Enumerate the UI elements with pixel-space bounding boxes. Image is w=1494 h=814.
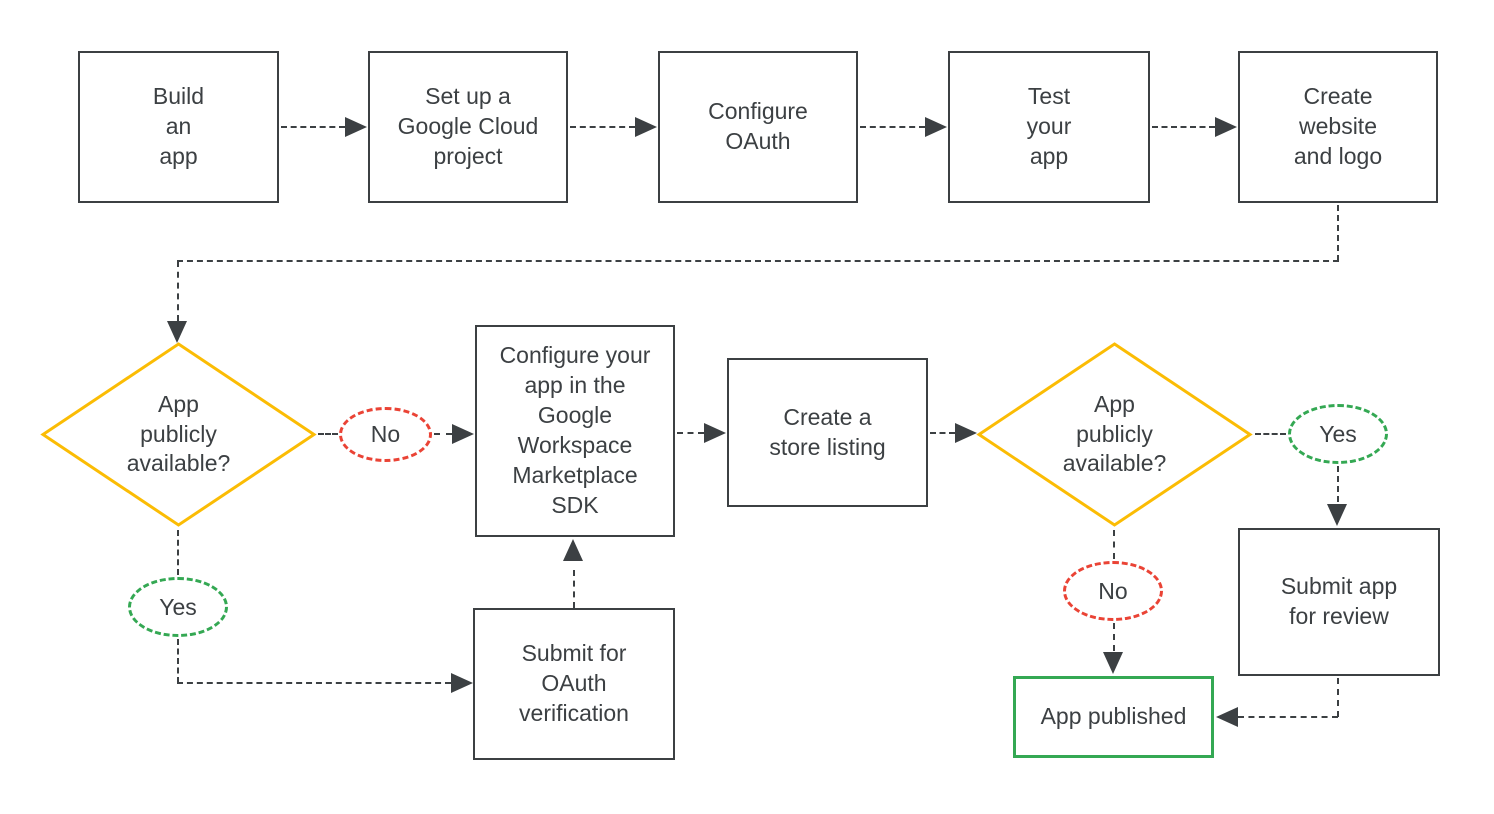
node-test-app: Test your app [948,51,1150,203]
decision-app-publicly-available-1: App publicly available? [40,341,317,528]
connector-submit-oauth-to-sdk-line [573,570,575,608]
connector-setup-to-oauth-arrow [635,117,657,137]
connector-no2-to-published-line [1113,623,1115,651]
connector-website-to-decision1-arrow [167,321,187,343]
node-test-app-label: Test your app [1026,83,1072,169]
connector-website-to-decision1-across-segment [177,260,1339,262]
connector-test-to-website-arrow [1215,117,1237,137]
node-build-app: Build an app [78,51,279,203]
connector-yes1-down-segment [177,639,179,683]
node-submit-oauth-verification: Submit for OAuth verification [473,608,675,760]
connector-build-to-setup-arrow [345,117,367,137]
badge-yes-2-label: Yes [1319,420,1357,447]
badge-yes-1: Yes [128,577,228,637]
node-configure-marketplace-sdk-label: Configure your app in the Google Workspa… [499,342,651,518]
node-create-website-logo-label: Create website and logo [1293,83,1383,169]
connector-yes2-to-review-line [1337,466,1339,502]
connector-test-to-website-line [1152,126,1215,128]
connector-decision2-to-yes-line [1255,433,1286,435]
badge-no-2-label: No [1098,577,1128,604]
node-submit-app-for-review-label: Submit app for review [1280,573,1398,629]
connector-decision1-to-no-line [318,433,338,435]
decision-diamond-shape [976,342,1253,527]
connector-review-to-published-across-segment [1238,716,1338,718]
connector-submit-oauth-to-sdk-arrow [563,539,583,561]
connector-yes2-to-review-arrow [1327,504,1347,526]
node-app-published-label: App published [1040,703,1187,730]
badge-no-1-label: No [370,421,401,447]
connector-no1-to-sdk-arrow [452,424,474,444]
decision-app-publicly-available-2: App publicly available? [976,341,1253,528]
node-create-website-logo: Create website and logo [1238,51,1438,203]
connector-setup-to-oauth-line [570,126,635,128]
connector-store-to-decision2-arrow [955,423,977,443]
connector-website-to-decision1-down-segment [1337,205,1339,261]
decision-app-publicly-available-2-label: App publicly available? [1062,390,1167,477]
connector-build-to-setup-line [281,126,345,128]
connector-yes1-across-segment [177,682,451,684]
node-create-store-listing: Create a store listing [727,358,928,507]
node-setup-gcp-project-label: Set up a Google Cloud project [397,83,539,169]
node-configure-oauth: Configure OAuth [658,51,858,203]
connector-no1-to-sdk-line [434,433,452,435]
connector-yes1-to-submit-oauth-arrow [451,673,473,693]
decision-diamond-shape [40,342,317,527]
node-create-store-listing-label: Create a store listing [769,403,886,460]
connector-review-to-published-down-segment [1337,678,1339,717]
connector-store-to-decision2-line [930,432,955,434]
decision-app-publicly-available-1-label: App publicly available? [126,390,231,477]
badge-yes-2: Yes [1288,404,1388,464]
connector-review-to-published-arrow [1216,707,1238,727]
node-app-published: App published [1013,676,1214,758]
connector-oauth-to-test-arrow [925,117,947,137]
node-setup-gcp-project: Set up a Google Cloud project [368,51,568,203]
node-configure-oauth-label: Configure OAuth [708,98,808,154]
connector-decision2-to-no-line [1113,530,1115,559]
badge-no-1: No [339,407,432,462]
connector-sdk-to-store-arrow [704,423,726,443]
connector-oauth-to-test-line [860,126,925,128]
node-submit-oauth-verification-label: Submit for OAuth verification [519,640,629,726]
badge-yes-1-label: Yes [159,593,197,620]
connector-website-to-decision1-drop-segment [177,261,179,321]
node-build-app-label: Build an app [152,83,205,169]
connector-no2-to-published-arrow [1103,652,1123,674]
node-configure-marketplace-sdk: Configure your app in the Google Workspa… [475,325,675,537]
badge-no-2: No [1063,561,1163,621]
node-submit-app-for-review: Submit app for review [1238,528,1440,676]
connector-decision1-to-yes-line [177,530,179,575]
connector-sdk-to-store-line [677,432,704,434]
